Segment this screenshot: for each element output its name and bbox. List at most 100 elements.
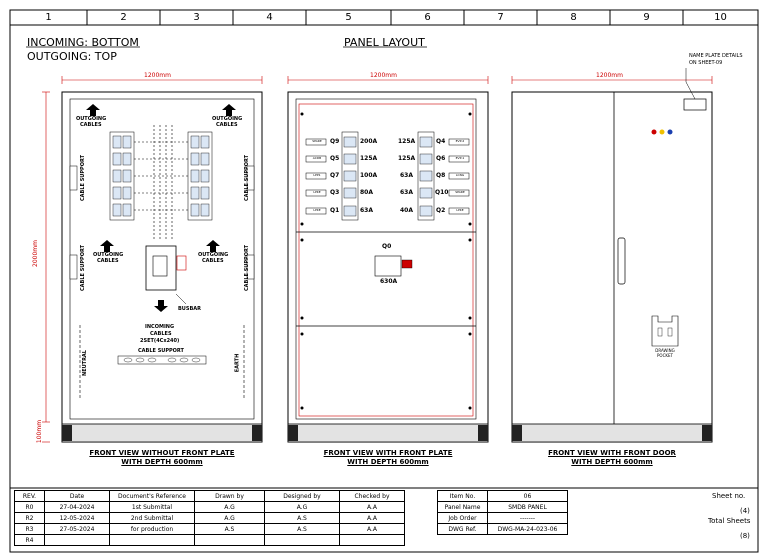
cell: [264, 534, 340, 546]
view1-caption-1: FRONT VIEW WITHOUT FRONT PLATE: [89, 449, 235, 457]
info-value: 06: [487, 490, 568, 502]
col-2: 2: [120, 12, 127, 23]
cell: A.A: [339, 501, 405, 513]
view2-caption-2: WITH DEPTH 600mm: [347, 458, 429, 466]
left-tag-3: LPP1: [313, 173, 321, 177]
cell: R2: [14, 512, 45, 524]
col-3: 3: [193, 12, 200, 23]
view1-caption-2: WITH DEPTH 600mm: [121, 458, 203, 466]
left-q-1: Q9: [330, 138, 340, 145]
view2-caption-1: FRONT VIEW WITH FRONT PLATE: [323, 449, 453, 457]
cell: [109, 534, 195, 546]
view3-caption-1: FRONT VIEW WITH FRONT DOOR: [548, 449, 676, 457]
left-rating-4: 80A: [360, 189, 373, 196]
outgoing-left-line2: CABLES: [80, 122, 102, 128]
drawn-header: Drawn by: [194, 490, 265, 502]
width-dim-3: 1200mm: [596, 72, 623, 79]
cell: [339, 534, 405, 546]
col-4: 4: [266, 12, 273, 23]
table-row: Item No. 06: [437, 490, 568, 502]
cell: A.S: [264, 512, 340, 524]
table-row: R4: [14, 534, 405, 546]
right-tag-2: EVP-1: [455, 156, 465, 160]
right-rating-3: 63A: [400, 172, 413, 179]
outgoing-mid-left-line2: CABLES: [97, 258, 119, 264]
col-10: 10: [714, 12, 727, 23]
designed-header: Designed by: [264, 490, 340, 502]
cell: A.S: [194, 523, 265, 535]
left-rating-1: 200A: [360, 138, 378, 145]
main-rating-label: 630A: [380, 278, 398, 285]
col-6: 6: [424, 12, 431, 23]
nameplate-line1: NAME PLATE DETAILS: [689, 53, 743, 59]
right-tag-5: LPKE: [456, 208, 464, 212]
info-label: Item No.: [437, 490, 488, 502]
info-label: DWG Ref.: [437, 523, 488, 535]
left-rating-5: 63A: [360, 207, 373, 214]
incoming-note: INCOMING: BOTTOM: [27, 36, 139, 49]
table-row: R3 27-05-2024 for production A.S A.S A.A: [14, 523, 405, 535]
right-q-2: Q6: [436, 155, 446, 162]
right-q-3: Q8: [436, 172, 446, 179]
left-q-5: Q1: [330, 207, 340, 214]
date-header: Date: [44, 490, 110, 502]
sheet-no-value: (4): [740, 507, 750, 515]
left-tag-1: SPARE: [312, 139, 322, 143]
cell: [44, 534, 110, 546]
revision-header-row: REV. Date Document's Reference Drawn by …: [14, 490, 405, 502]
cell: A.A: [339, 512, 405, 524]
col-7: 7: [497, 12, 504, 23]
outgoing-mid-right-line2: CABLES: [202, 258, 224, 264]
outgoing-right-line2: CABLES: [216, 122, 238, 128]
checked-header: Checked by: [339, 490, 405, 502]
info-value: DWG-MA-24-023-06: [487, 523, 568, 535]
table-row: Job Order -------: [437, 512, 568, 524]
cell: 27-04-2024: [44, 501, 110, 513]
incoming-line1: INCOMING: [145, 324, 175, 330]
info-label: Panel Name: [437, 501, 488, 513]
right-rating-2: 125A: [398, 155, 416, 162]
cell: A.A: [339, 523, 405, 535]
left-tag-2: ACDB: [312, 156, 322, 160]
cell: A.S: [264, 523, 340, 535]
busbar-label: BUSBAR: [178, 306, 202, 312]
rev-header: REV.: [14, 490, 45, 502]
left-rating-3: 100A: [360, 172, 378, 179]
cell: A.G: [194, 501, 265, 513]
outgoing-left-line1: OUTGOING: [76, 116, 107, 122]
col-9: 9: [643, 12, 650, 23]
info-value: SMDB PANEL: [487, 501, 568, 513]
cell: R0: [14, 501, 45, 513]
cell: for production: [109, 523, 195, 535]
total-sheets-value: (8): [740, 532, 750, 540]
right-tag-3: LCNG: [455, 173, 465, 177]
left-q-3: Q7: [330, 172, 340, 179]
pocket-line1: DRAWING: [655, 348, 675, 353]
cell: 27-05-2024: [44, 523, 110, 535]
left-q-2: Q5: [330, 155, 340, 162]
left-rating-2: 125A: [360, 155, 378, 162]
col-5: 5: [345, 12, 352, 23]
cell: 1st Submittal: [109, 501, 195, 513]
right-rating-1: 125A: [398, 138, 416, 145]
revision-table: REV. Date Document's Reference Drawn by …: [14, 490, 405, 546]
cell: A.G: [194, 512, 265, 524]
right-q-5: Q2: [436, 207, 446, 214]
cell: R3: [14, 523, 45, 535]
cell: 12-05-2024: [44, 512, 110, 524]
incoming-line2: CABLES: [150, 331, 172, 337]
cell: 2nd Submittal: [109, 512, 195, 524]
info-table: Item No. 06 Panel Name SMDB PANEL Job Or…: [437, 490, 568, 535]
cell: [194, 534, 265, 546]
view3-caption-2: WITH DEPTH 600mm: [571, 458, 653, 466]
page-title: PANEL LAYOUT: [344, 36, 425, 49]
width-dim-1: 1200mm: [144, 72, 171, 79]
nameplate-line2: ON SHEET-09: [689, 60, 723, 66]
left-q-4: Q3: [330, 189, 340, 196]
right-tag-4: SPARE: [455, 190, 465, 194]
right-rating-4: 63A: [400, 189, 413, 196]
